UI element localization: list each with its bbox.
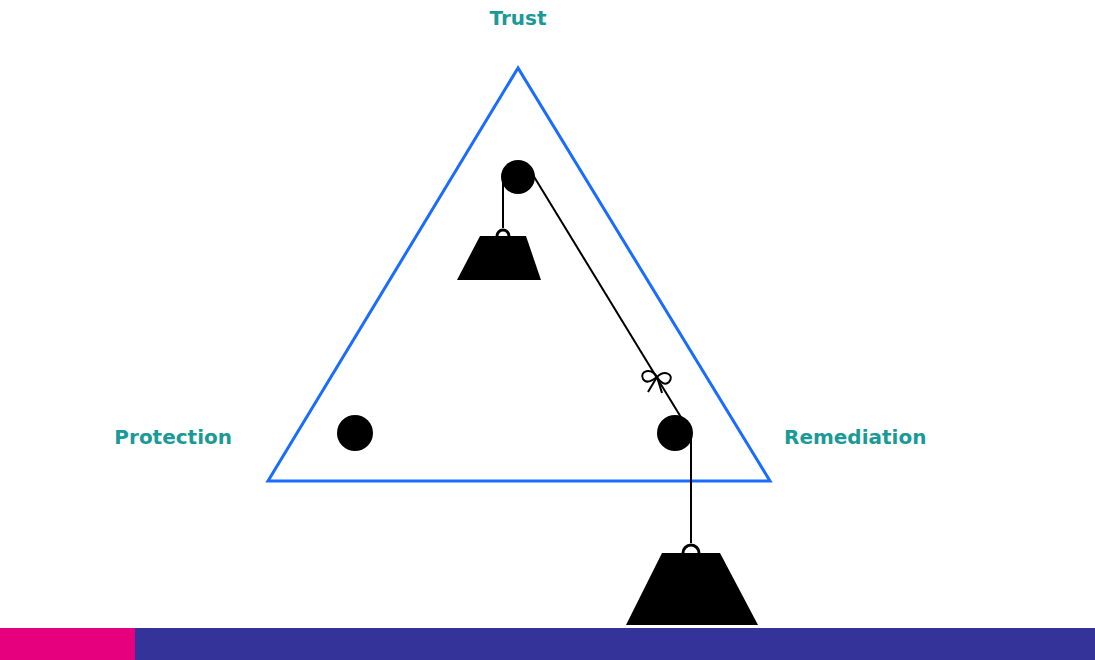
rope — [533, 175, 690, 432]
footer-bar — [135, 628, 1095, 660]
vertex-label: Remediation — [784, 425, 926, 449]
bow-knot — [642, 371, 671, 393]
vertex-label: Trust — [489, 6, 546, 30]
weight-hook — [683, 545, 699, 553]
weight-hook — [497, 230, 509, 236]
pulley — [337, 415, 373, 451]
large-weight — [626, 553, 758, 625]
pulley — [657, 415, 693, 451]
accent-bar — [0, 628, 135, 660]
rope — [690, 433, 692, 543]
small-weight — [457, 236, 541, 280]
vertex-label: Protection — [114, 425, 232, 449]
triangle-outline — [268, 68, 770, 481]
pulley — [501, 160, 535, 194]
